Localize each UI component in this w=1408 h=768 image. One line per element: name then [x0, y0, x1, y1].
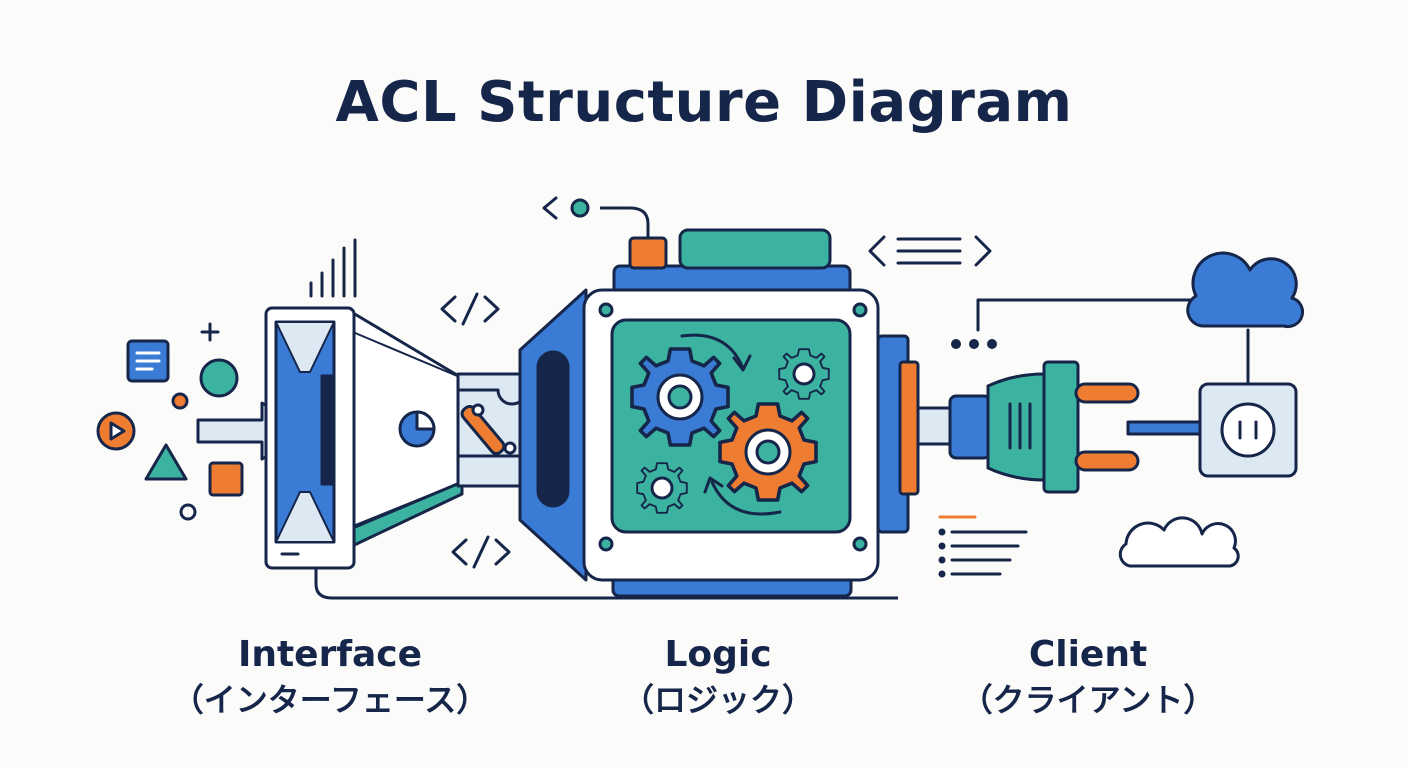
document-icon	[126, 339, 170, 383]
orange-dot-icon	[171, 392, 189, 410]
code-tag-bottom-icon	[451, 535, 511, 569]
cable-line	[1126, 420, 1204, 436]
dots-icon	[951, 339, 997, 349]
logic-label: Logic （ロジック）	[508, 632, 928, 722]
interface-label-en: Interface	[237, 634, 423, 675]
socket-icon	[1198, 382, 1298, 478]
text-lines-icon	[938, 515, 1028, 578]
logic-label-ja: （ロジック）	[621, 681, 814, 719]
logic-box	[518, 196, 920, 598]
client-label-en: Client	[1028, 634, 1148, 675]
play-icon	[96, 411, 136, 451]
client-label: Client （クライアント）	[878, 632, 1298, 722]
client-side	[916, 251, 1305, 578]
signal-bars-icon	[309, 238, 357, 298]
connection-line-bottom	[314, 568, 898, 600]
small-gear-top-icon	[778, 348, 830, 400]
plug-icon	[916, 360, 1140, 494]
logic-label-en: Logic	[664, 634, 772, 675]
interface-label: Interface （インターフェース）	[120, 632, 540, 722]
large-blue-gear-icon	[630, 347, 730, 447]
plus-icon	[200, 322, 220, 342]
large-orange-gear-icon	[718, 402, 818, 502]
triangle-icon	[144, 443, 188, 481]
code-tag-icon	[440, 292, 500, 326]
page-title: ACL Structure Diagram	[335, 70, 1073, 135]
code-lines-icon	[868, 235, 992, 267]
interface-device	[264, 306, 464, 570]
network-line	[976, 298, 1202, 332]
client-label-ja: （クライアント）	[960, 681, 1216, 719]
rotation-arrows-icon	[680, 333, 782, 516]
outline-cloud-icon	[1118, 516, 1240, 568]
orange-square-icon	[208, 461, 244, 497]
pie-chart-icon	[398, 410, 436, 448]
small-ring-icon	[179, 503, 197, 521]
cloud-icon	[1186, 251, 1305, 329]
teal-circle-icon	[199, 358, 239, 398]
small-gear-bottom-icon	[636, 462, 688, 514]
interface-label-ja: （インターフェース）	[171, 681, 489, 719]
